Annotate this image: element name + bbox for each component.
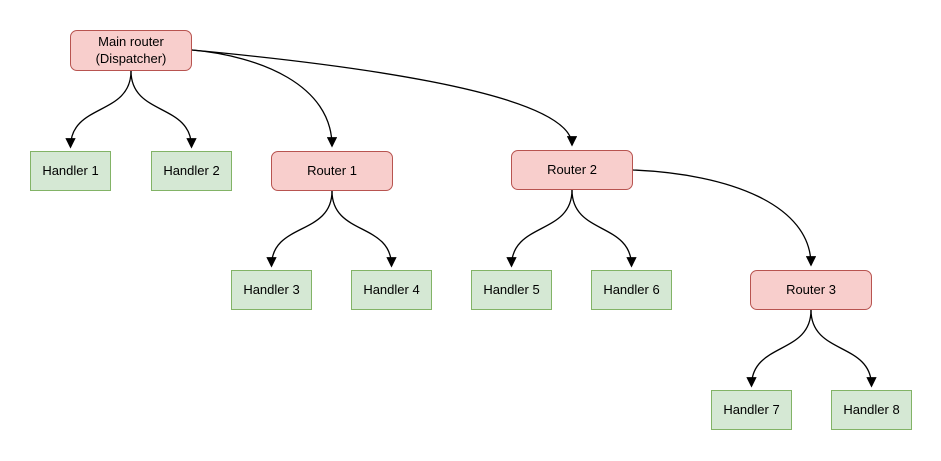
node-label: Handler 2 [163, 162, 220, 178]
node-label: Router 3 [786, 281, 836, 297]
edge-main-router-to-router-1 [191, 49, 338, 148]
edge-main-router-to-handler-2 [130, 70, 197, 149]
node-handler-3: Handler 3 [231, 270, 312, 310]
node-label: Router 1 [307, 162, 357, 178]
node-handler-4: Handler 4 [351, 270, 432, 310]
edge-router-2-to-handler-5 [506, 189, 573, 268]
edge-router-1-to-handler-3 [266, 190, 333, 268]
node-router-2: Router 2 [511, 150, 633, 190]
node-label: Handler 5 [483, 281, 540, 297]
node-main-router: Main router (Dispatcher) [70, 30, 192, 71]
edge-router-3-to-handler-8 [810, 309, 877, 388]
node-label: Handler 8 [843, 401, 900, 417]
node-label: Handler 7 [723, 401, 780, 417]
node-router-3: Router 3 [750, 270, 872, 310]
node-handler-8: Handler 8 [831, 390, 912, 430]
node-label: Handler 1 [42, 162, 99, 178]
node-handler-7: Handler 7 [711, 390, 792, 430]
node-handler-1: Handler 1 [30, 151, 111, 191]
node-label: Router 2 [547, 161, 597, 177]
node-router-1: Router 1 [271, 151, 393, 191]
node-handler-5: Handler 5 [471, 270, 552, 310]
edge-router-3-to-handler-7 [746, 309, 812, 388]
node-label: Main router (Dispatcher) [95, 34, 167, 66]
node-label: Handler 3 [243, 281, 300, 297]
node-handler-2: Handler 2 [151, 151, 232, 191]
edge-router-2-to-handler-6 [571, 189, 637, 268]
edge-main-router-to-handler-1 [65, 70, 132, 149]
edge-router-2-to-router-3 [632, 169, 817, 267]
edge-router-1-to-handler-4 [331, 190, 397, 268]
edge-main-router-to-router-2 [191, 49, 578, 147]
node-handler-6: Handler 6 [591, 270, 672, 310]
node-label: Handler 6 [603, 281, 660, 297]
node-label: Handler 4 [363, 281, 420, 297]
